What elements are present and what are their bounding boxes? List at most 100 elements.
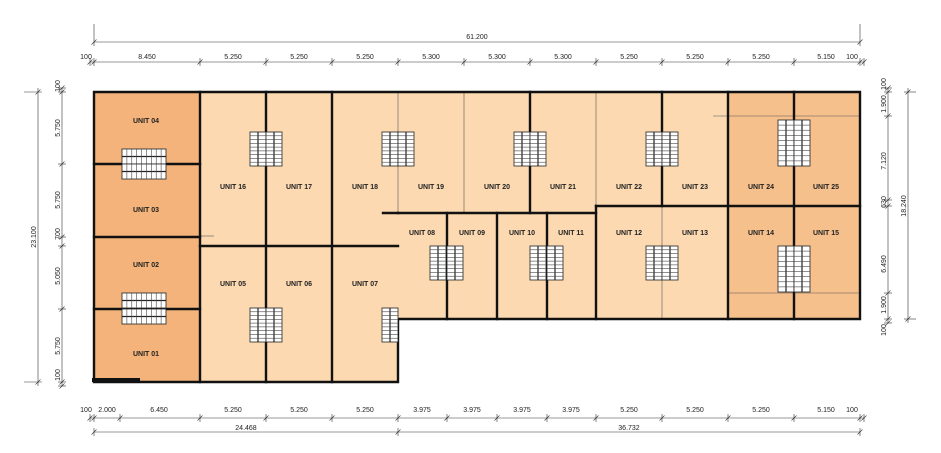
bottom-dimensions: 100 2.000 6.450 5.250 5.250 5.250 3.975 … [80, 407, 858, 432]
dimension-lines [37, 41, 909, 433]
dim-bottom-2: 6.450 [150, 407, 168, 414]
unit-label-20: UNIT 20 [484, 184, 510, 191]
staircase-icon [265, 307, 283, 343]
dim-top-3: 5.250 [290, 54, 308, 61]
dim-right-6: 100 [881, 324, 888, 336]
staircase-icon [529, 131, 547, 167]
unit-label-02: UNIT 02 [133, 262, 159, 269]
dim-right-3: 630 [881, 196, 888, 208]
dim-bottom-total-1: 36.732 [618, 425, 640, 432]
unit-18-area[interactable] [332, 92, 398, 246]
staircase-icon [249, 131, 267, 167]
unit-label-11: UNIT 11 [558, 230, 584, 237]
dim-bottom-10: 5.250 [620, 407, 638, 414]
unit-fills [94, 92, 860, 382]
unit-label-21: UNIT 21 [550, 184, 576, 191]
dim-bottom-0: 100 [80, 407, 92, 414]
staircase-icon [645, 131, 663, 167]
dim-top-7: 5.300 [554, 54, 572, 61]
dim-left-6: 100 [55, 369, 62, 381]
dim-left-1: 5.750 [55, 119, 62, 137]
unit-label-08: UNIT 08 [409, 230, 435, 237]
unit-17-area[interactable] [266, 92, 332, 246]
unit-label-04: UNIT 04 [133, 118, 159, 125]
staircase-icon [513, 131, 531, 167]
dim-right-4: 6.490 [881, 255, 888, 273]
unit-label-06: UNIT 06 [286, 281, 312, 288]
staircase-icon [121, 308, 167, 325]
unit-label-25: UNIT 25 [813, 184, 839, 191]
dim-top-10: 5.250 [752, 54, 770, 61]
staircase-icon [645, 245, 663, 281]
dim-bottom-14: 100 [846, 407, 858, 414]
staircase-icon [381, 307, 399, 343]
dim-top-12: 100 [846, 54, 858, 61]
unit-labels: UNIT 04 UNIT 03 UNIT 02 UNIT 01 UNIT 16 … [133, 118, 839, 358]
staircase-icon [661, 245, 679, 281]
dim-bottom-1: 2.000 [98, 407, 116, 414]
dim-left-total: 23.100 [31, 226, 38, 248]
dim-bottom-4: 5.250 [290, 407, 308, 414]
right-dimensions: 100 1.900 7.120 630 6.490 1.900 100 18.2… [881, 78, 908, 336]
unit-label-14: UNIT 14 [748, 230, 774, 237]
dim-right-2: 7.120 [881, 152, 888, 170]
unit-label-16: UNIT 16 [220, 184, 246, 191]
unit-label-19: UNIT 19 [418, 184, 444, 191]
dim-top-9: 5.250 [686, 54, 704, 61]
staircase-icon [446, 245, 464, 281]
dim-bottom-total-0: 24.468 [235, 425, 257, 432]
dim-left-3: 700 [55, 228, 62, 240]
dim-bottom-9: 3.975 [562, 407, 580, 414]
dim-right-0: 100 [881, 78, 888, 90]
dim-top-6: 5.300 [488, 54, 506, 61]
dim-top-8: 5.250 [620, 54, 638, 61]
dim-top-1: 8.450 [138, 54, 156, 61]
staircase-icon [265, 131, 283, 167]
unit-label-09: UNIT 09 [459, 230, 485, 237]
dim-top-4: 5.250 [356, 54, 374, 61]
staircase-icon [121, 148, 167, 165]
unit-label-07: UNIT 07 [352, 281, 378, 288]
dim-bottom-3: 5.250 [224, 407, 242, 414]
staircase-icon [121, 292, 167, 309]
unit-label-13: UNIT 13 [682, 230, 708, 237]
unit-label-12: UNIT 12 [616, 230, 642, 237]
unit-label-23: UNIT 23 [682, 184, 708, 191]
dim-top-2: 5.250 [224, 54, 242, 61]
unit-label-15: UNIT 15 [813, 230, 839, 237]
staircase-icon [793, 119, 811, 167]
staircase-icon [661, 131, 679, 167]
left-dimensions: 100 5.750 5.750 700 5.050 5.750 100 23.1… [31, 80, 62, 381]
staircase-icon [546, 245, 564, 281]
unit-label-18: UNIT 18 [352, 184, 378, 191]
staircases [121, 119, 811, 343]
unit-label-10: UNIT 10 [509, 230, 535, 237]
staircase-icon [121, 163, 167, 180]
dim-bottom-12: 5.250 [752, 407, 770, 414]
dim-left-2: 5.750 [55, 191, 62, 209]
dim-top-total: 61.200 [466, 34, 488, 41]
staircase-icon [793, 245, 811, 293]
unit-label-22: UNIT 22 [616, 184, 642, 191]
staircase-icon [777, 119, 795, 167]
dim-bottom-11: 5.250 [686, 407, 704, 414]
staircase-icon [529, 245, 547, 281]
unit-label-05: UNIT 05 [220, 281, 246, 288]
dim-right-5: 1.900 [881, 296, 888, 314]
dim-bottom-5: 5.250 [356, 407, 374, 414]
unit-16-area[interactable] [200, 92, 266, 246]
dim-bottom-7: 3.975 [463, 407, 481, 414]
unit-label-24: UNIT 24 [748, 184, 774, 191]
dim-right-total: 18.240 [901, 195, 908, 217]
dim-top-5: 5.300 [422, 54, 440, 61]
dim-bottom-13: 5.150 [817, 407, 835, 414]
dim-top-0: 100 [80, 54, 92, 61]
unit-label-01: UNIT 01 [133, 351, 159, 358]
dim-left-0: 100 [55, 80, 62, 92]
unit-label-03: UNIT 03 [133, 207, 159, 214]
dim-bottom-6: 3.975 [413, 407, 431, 414]
staircase-icon [397, 131, 415, 167]
unit-label-17: UNIT 17 [286, 184, 312, 191]
